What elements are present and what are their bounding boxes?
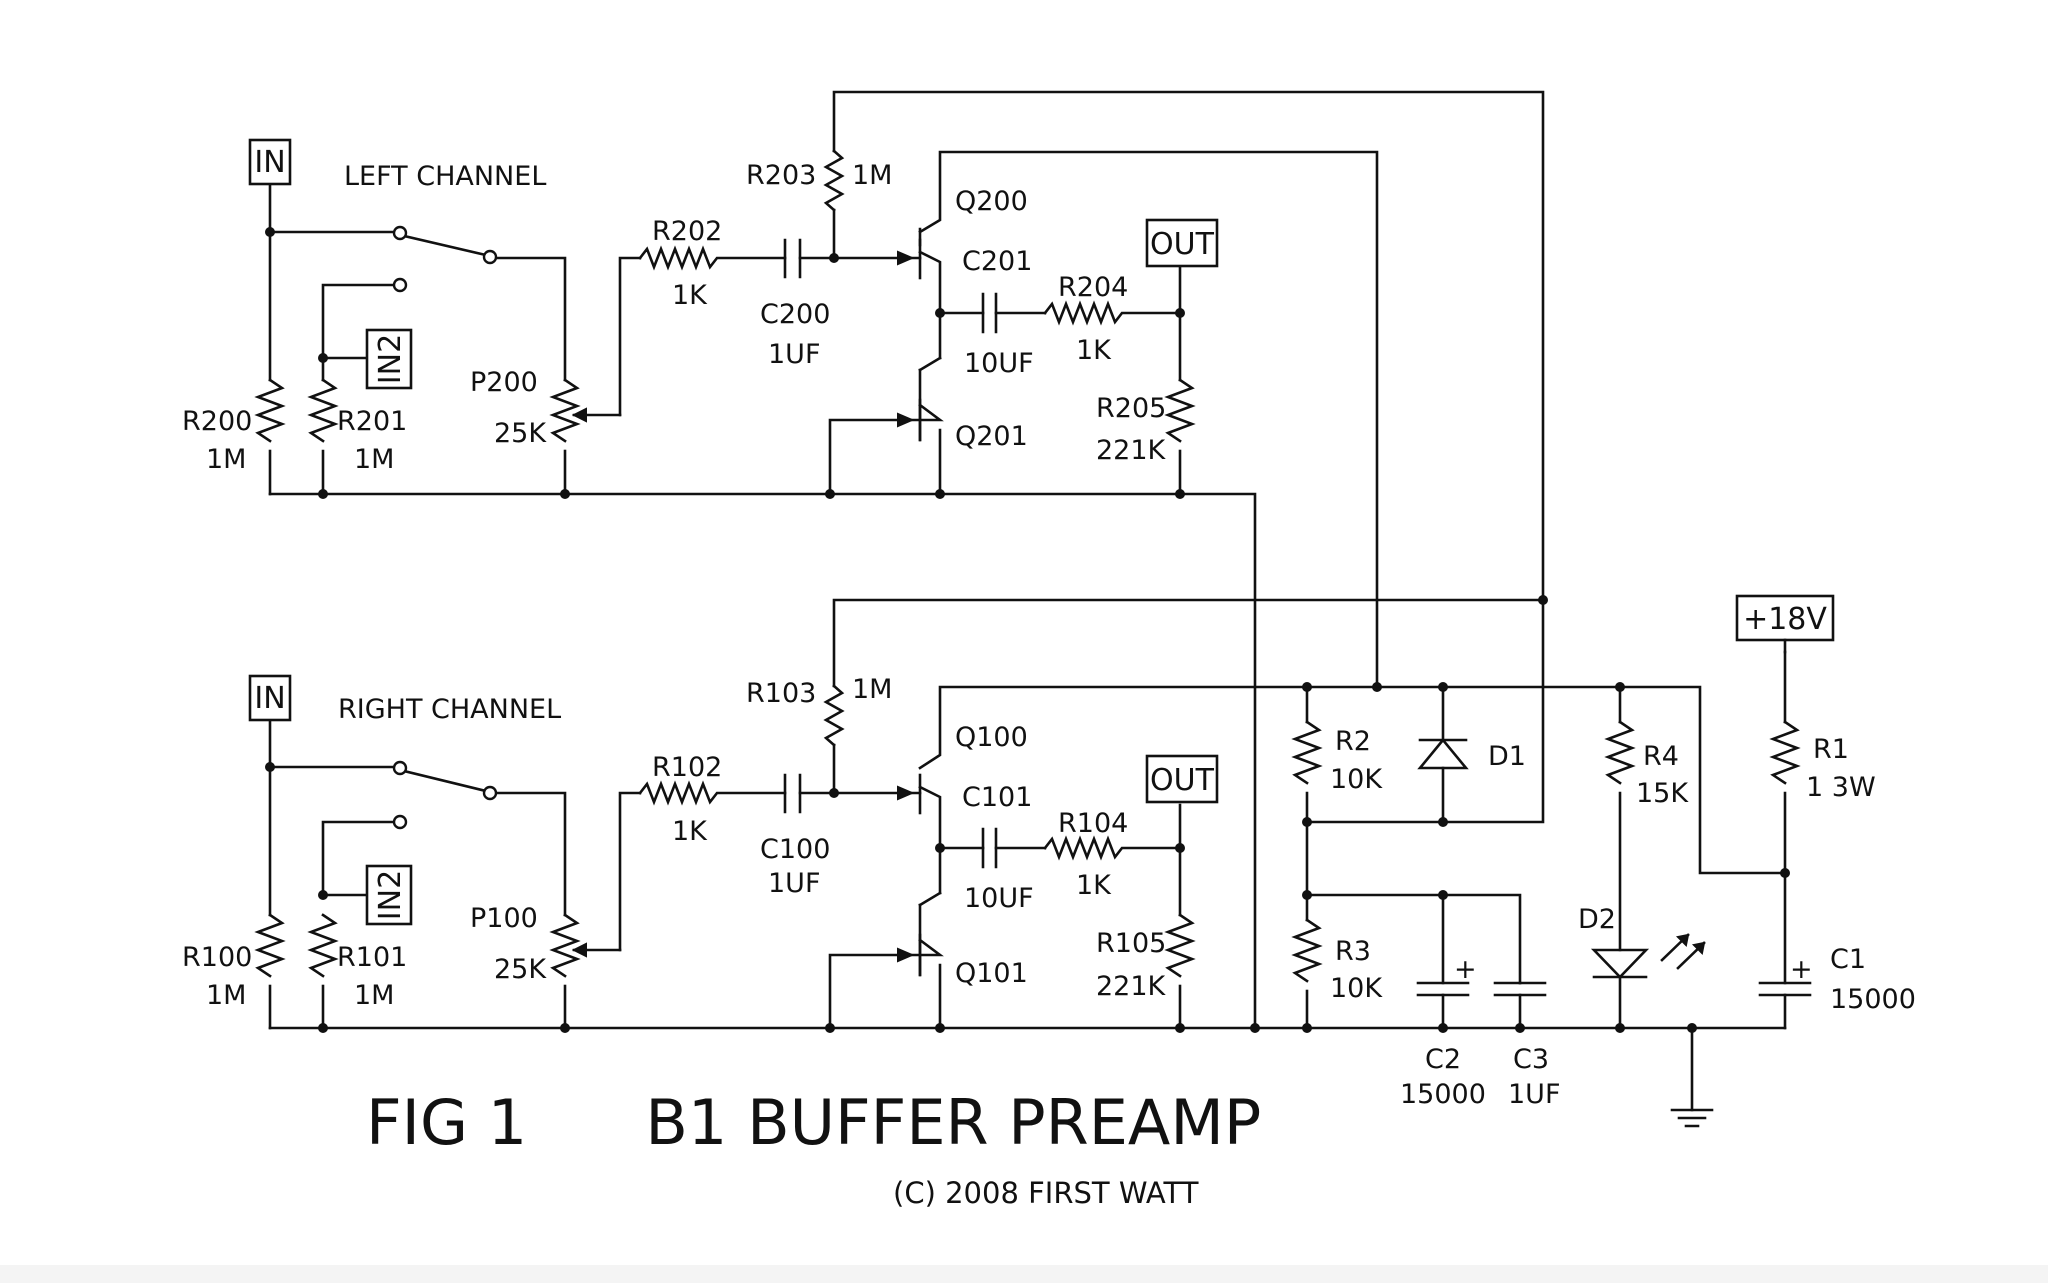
right-junctions — [265, 760, 1260, 1033]
c100-label: C100 — [760, 834, 830, 865]
q101-label: Q101 — [955, 958, 1028, 989]
switch-contact-right-in — [392, 760, 408, 776]
c2-label: C2 — [1425, 1044, 1461, 1075]
r204-label: R204 — [1058, 272, 1128, 303]
r200-label: R200 — [182, 406, 252, 437]
r102-value: 1K — [672, 816, 708, 847]
p100-label: P100 — [470, 903, 538, 934]
c3-value: 1UF — [1508, 1079, 1560, 1110]
r104-value: 1K — [1076, 870, 1112, 901]
p200-label: P200 — [470, 367, 538, 398]
left-in-label: IN — [254, 145, 285, 180]
right-in-terminal: IN — [248, 674, 292, 722]
switch-contact-right-in2 — [392, 814, 408, 830]
left-out-terminal: OUT — [1145, 218, 1219, 268]
r201-value: 1M — [354, 444, 394, 475]
r105-label: R105 — [1096, 928, 1166, 959]
c2-plus-mark: + — [1454, 954, 1477, 985]
left-in2-terminal: IN2 — [365, 328, 413, 390]
r202-label: R202 — [652, 216, 722, 247]
q201-label: Q201 — [955, 421, 1028, 452]
left-labels: LEFT CHANNEL R200 1M R201 1M P200 25K R2… — [182, 160, 1167, 475]
copyright-notice: (C) 2008 FIRST WATT — [893, 1176, 1199, 1210]
c100-value: 1UF — [768, 868, 820, 899]
p100-value: 25K — [494, 954, 547, 985]
right-out-terminal: OUT — [1145, 754, 1219, 804]
supply-labels: R2 10K D1 R3 10K + C2 15000 C3 1UF R4 15… — [1330, 726, 1916, 1110]
r203-label: R203 — [746, 160, 816, 191]
r4-value: 15K — [1636, 778, 1689, 809]
v18-label: +18V — [1743, 602, 1827, 637]
q100-label: Q100 — [955, 722, 1028, 753]
switch-contact-left-in — [392, 225, 408, 241]
r201-label: R201 — [337, 406, 407, 437]
r202-value: 1K — [672, 280, 708, 311]
left-junctions — [265, 225, 1185, 499]
c200-label: C200 — [760, 299, 830, 330]
r105-value: 221K — [1096, 971, 1167, 1002]
r3-value: 10K — [1330, 973, 1383, 1004]
r2-label: R2 — [1335, 726, 1371, 757]
d2-label: D2 — [1578, 904, 1616, 935]
power-supply-circuit — [1291, 598, 1812, 1128]
right-channel-circuit — [254, 598, 1787, 1030]
r4-label: R4 — [1643, 741, 1679, 772]
c201-value: 10UF — [964, 348, 1034, 379]
q200-label: Q200 — [955, 186, 1028, 217]
v18-terminal: +18V — [1735, 594, 1835, 642]
right-labels: RIGHT CHANNEL R100 1M R101 1M P100 25K R… — [182, 674, 1167, 1011]
c2-value: 15000 — [1400, 1079, 1486, 1110]
right-in2-label: IN2 — [373, 870, 408, 920]
c1-value: 15000 — [1830, 984, 1916, 1015]
r204-value: 1K — [1076, 335, 1112, 366]
c200-value: 1UF — [768, 339, 820, 370]
r205-label: R205 — [1096, 393, 1166, 424]
r1-value: 1 3W — [1806, 772, 1876, 803]
bottom-strip — [0, 1265, 2048, 1283]
p200-value: 25K — [494, 418, 547, 449]
r205-value: 221K — [1096, 435, 1167, 466]
r1-label: R1 — [1813, 734, 1849, 765]
switch-contact-left-out — [482, 249, 498, 265]
c101-label: C101 — [962, 782, 1032, 813]
c201-label: C201 — [962, 246, 1032, 277]
r101-value: 1M — [354, 980, 394, 1011]
c101-value: 10UF — [964, 883, 1034, 914]
left-channel-heading: LEFT CHANNEL — [344, 161, 546, 192]
left-channel-circuit — [254, 90, 1545, 1027]
r100-label: R100 — [182, 942, 252, 973]
r203-value: 1M — [852, 160, 892, 191]
switch-contact-right-out — [482, 785, 498, 801]
left-in2-label: IN2 — [373, 334, 408, 384]
supply-junctions — [1302, 595, 1790, 1033]
right-in2-terminal: IN2 — [365, 864, 413, 926]
r200-value: 1M — [206, 444, 246, 475]
r3-label: R3 — [1335, 936, 1371, 967]
r2-value: 10K — [1330, 764, 1383, 795]
right-in-label: IN — [254, 681, 285, 716]
r104-label: R104 — [1058, 808, 1128, 839]
figure-title: FIG 1 B1 BUFFER PREAMP — [366, 1086, 1261, 1159]
r103-value: 1M — [852, 674, 892, 705]
left-in-terminal: IN — [248, 138, 292, 186]
left-out-label: OUT — [1150, 227, 1215, 262]
r101-label: R101 — [337, 942, 407, 973]
r103-label: R103 — [746, 678, 816, 709]
right-channel-heading: RIGHT CHANNEL — [338, 694, 561, 725]
right-out-label: OUT — [1150, 763, 1215, 798]
r100-value: 1M — [206, 980, 246, 1011]
r102-label: R102 — [652, 752, 722, 783]
c1-label: C1 — [1830, 944, 1866, 975]
c1-plus-mark: + — [1790, 954, 1813, 985]
switch-contact-left-in2 — [392, 277, 408, 293]
c3-label: C3 — [1513, 1044, 1549, 1075]
d1-label: D1 — [1488, 741, 1526, 772]
